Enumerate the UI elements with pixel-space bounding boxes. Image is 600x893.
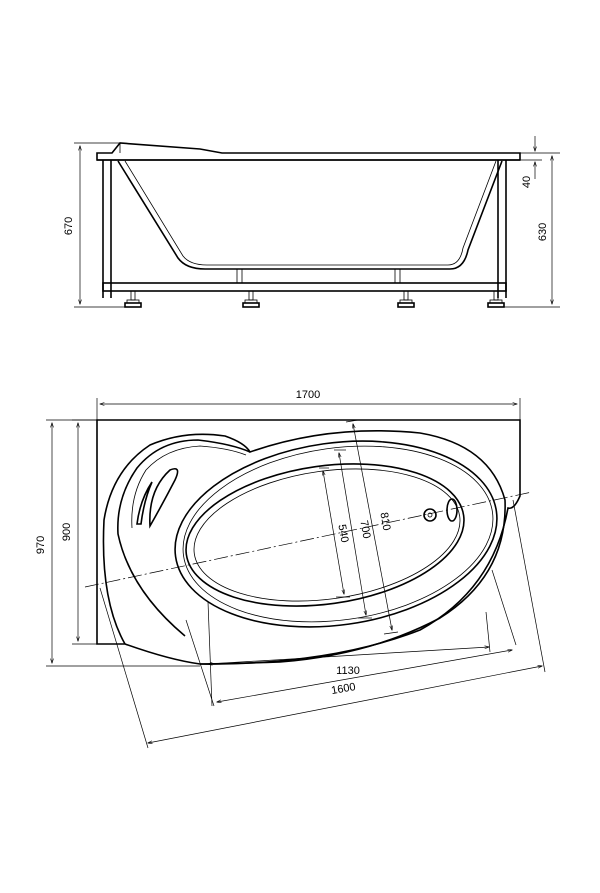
bowl-outline	[117, 160, 503, 270]
adjustable-feet	[124, 290, 505, 308]
headrest-outline	[117, 439, 251, 637]
dim-overall-height: 670	[63, 217, 75, 235]
bowl-outer-ellipse	[174, 440, 498, 628]
armrest-left	[149, 467, 179, 529]
frame-bottom	[102, 282, 507, 292]
side-view: 670 630 40	[63, 136, 560, 308]
dim-rim-thickness: 40	[521, 176, 533, 188]
dim-height-to-rim: 630	[537, 223, 549, 241]
dim-bowl-length-outer: 1600	[330, 681, 356, 697]
tub-rim-curve	[102, 430, 506, 665]
center-axis	[84, 491, 533, 588]
overflow-drain	[423, 498, 458, 522]
dim-bowl-depth-small: 540	[335, 523, 350, 543]
dim-overall-width: 970	[35, 536, 47, 554]
tub-outer-outline	[96, 419, 521, 665]
dim-bowl-depth-large: 810	[377, 511, 392, 531]
dim-bowl-depth-mid: 700	[357, 519, 372, 539]
dim-inner-width: 900	[61, 523, 73, 541]
rim-outline	[96, 142, 521, 161]
top-view: 1700 970 900 540 700 810 1130	[35, 389, 546, 749]
dim-overall-length: 1700	[296, 389, 320, 401]
bowl-inner-ellipse	[185, 463, 465, 607]
dim-bowl-length-inner: 1130	[336, 665, 360, 677]
